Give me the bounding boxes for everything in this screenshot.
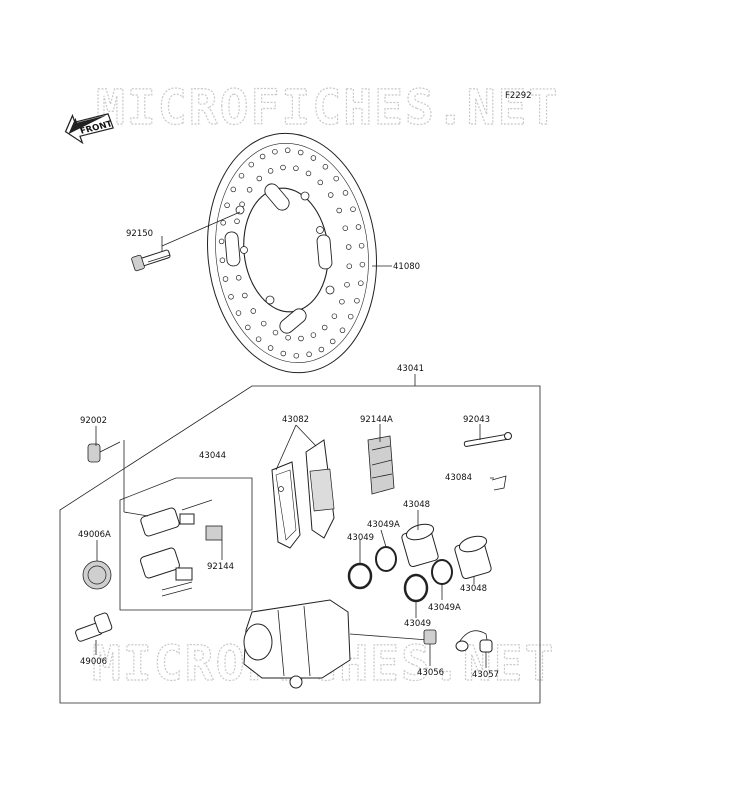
disc-vent-hole <box>235 275 242 281</box>
disc-vent-hole <box>347 313 354 320</box>
disc-vent-hole <box>297 149 304 156</box>
bracket-frame <box>119 477 253 611</box>
disc-vent-hole <box>246 187 253 193</box>
part-labels: 41080 92150 43041 92002 43082 92144A 920… <box>78 229 499 680</box>
disc-vent-hole <box>272 148 278 155</box>
disc-vent-hole <box>224 202 230 209</box>
part-label-43044[interactable]: 43044 <box>199 451 226 461</box>
part-label-43049a-a[interactable]: 43049A <box>367 520 400 530</box>
disc-bolt <box>131 249 171 272</box>
part-label-92043[interactable]: 92043 <box>463 415 490 425</box>
front-arrow-icon: FRONT <box>64 113 114 145</box>
disc-vent-hole <box>298 335 304 342</box>
disc-vent-hole <box>342 190 349 196</box>
disc-vent-hole <box>306 351 312 358</box>
leader-lines <box>95 211 494 668</box>
disc-vent-hole <box>333 175 339 182</box>
part-label-49006a[interactable]: 49006A <box>78 530 111 540</box>
dust-boot <box>82 560 112 590</box>
part-label-43082[interactable]: 43082 <box>282 415 309 425</box>
disc-vent-hole <box>230 186 237 193</box>
part-label-49006[interactable]: 49006 <box>80 657 107 667</box>
disc-vent-hole <box>355 224 362 230</box>
part-label-43049a-b[interactable]: 43049A <box>428 603 461 613</box>
disc-vent-hole <box>234 218 240 225</box>
disc-vent-hole <box>339 298 345 305</box>
part-label-43049-a[interactable]: 43049 <box>347 533 374 543</box>
part-label-43084[interactable]: 43084 <box>445 473 472 483</box>
disc-vent-hole <box>350 206 356 212</box>
caliper-assembly-frame <box>59 385 541 704</box>
disc-vent-hole <box>228 294 234 300</box>
disc-vent-hole <box>342 225 349 231</box>
disc-vent-hole <box>329 338 336 345</box>
brake-pads <box>271 439 335 549</box>
disc-vent-hole <box>318 346 325 353</box>
disc-vent-hole <box>358 280 364 286</box>
disc-vent-hole <box>322 164 329 170</box>
disc-vent-hole <box>238 172 245 179</box>
disc-vent-hole <box>317 179 324 186</box>
mounting-bolt <box>87 441 121 463</box>
part-label-92150[interactable]: 92150 <box>126 229 153 239</box>
diagram-code: F2292 <box>505 91 532 101</box>
part-label-43057[interactable]: 43057 <box>472 670 499 680</box>
disc-vent-hole <box>267 345 274 351</box>
part-label-92002[interactable]: 92002 <box>80 416 107 426</box>
disc-vent-hole <box>242 292 248 299</box>
part-label-43049-b[interactable]: 43049 <box>404 619 431 629</box>
part-label-43041[interactable]: 43041 <box>397 364 424 374</box>
watermark-top: MICROFICHES.NET <box>96 80 559 136</box>
disc-vent-hole <box>248 161 255 168</box>
disc-vent-hole <box>345 244 352 250</box>
part-label-43048-b[interactable]: 43048 <box>460 584 487 594</box>
disc-vent-hole <box>280 350 287 357</box>
disc-vent-hole <box>285 334 291 341</box>
pad-pin <box>463 432 512 491</box>
disc-vent-hole <box>354 297 360 304</box>
disc-vent-hole <box>344 281 350 288</box>
disc-vent-hole <box>331 313 338 319</box>
part-label-41080[interactable]: 41080 <box>393 262 420 272</box>
caliper-body <box>243 599 429 689</box>
disc-vent-hole <box>336 207 342 214</box>
disc-vent-hole <box>346 263 353 269</box>
disc-vent-hole <box>255 336 262 342</box>
slide-pin <box>75 612 113 642</box>
disc-vent-hole <box>250 308 257 314</box>
bleeder-valve <box>423 629 437 645</box>
disc-vent-hole <box>284 147 291 154</box>
disc-vent-hole <box>305 170 312 177</box>
disc-vent-hole <box>321 324 328 331</box>
disc-vent-hole <box>245 324 251 331</box>
brake-disc <box>207 132 377 374</box>
disc-vent-hole <box>280 164 286 171</box>
part-label-92144[interactable]: 92144 <box>207 562 234 572</box>
part-label-92144a[interactable]: 92144A <box>360 415 393 425</box>
disc-vent-hole <box>220 220 226 226</box>
disc-vent-hole <box>222 276 229 282</box>
disc-vent-hole <box>293 352 300 359</box>
disc-vent-hole <box>310 155 317 161</box>
disc-vent-hole <box>267 168 274 174</box>
disc-vent-hole <box>256 175 263 182</box>
disc-vent-hole <box>218 238 225 245</box>
part-label-43056[interactable]: 43056 <box>417 668 444 678</box>
disc-vent-hole <box>339 327 346 334</box>
disc-vent-hole <box>310 332 317 338</box>
pad-spring <box>367 435 395 495</box>
disc-vent-hole <box>260 320 267 327</box>
disc-vent-hole <box>358 242 365 249</box>
caliper-bracket <box>140 499 223 597</box>
disc-vent-hole <box>272 329 279 336</box>
disc-vent-hole <box>327 192 334 198</box>
disc-vent-hole <box>235 310 242 316</box>
part-label-43048-a[interactable]: 43048 <box>403 500 430 510</box>
disc-vent-hole <box>359 261 366 268</box>
disc-vent-hole <box>293 165 299 172</box>
disc-vent-hole <box>219 257 226 264</box>
disc-vent-hole <box>259 153 266 160</box>
